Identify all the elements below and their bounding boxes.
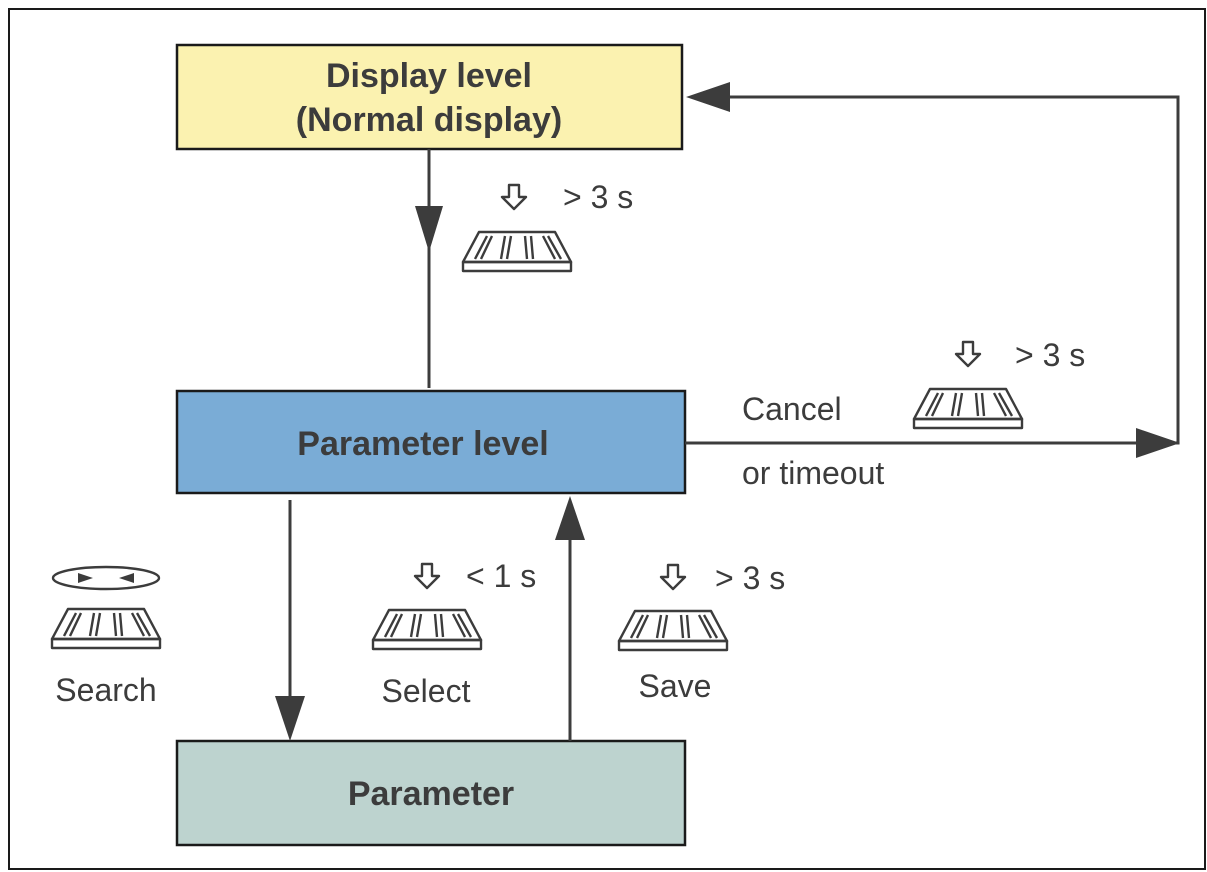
save-label: Save xyxy=(639,668,712,704)
arrow-return-to-display xyxy=(685,82,1180,458)
display-level-title: Display level xyxy=(326,57,532,95)
cancel-label: Cancel xyxy=(742,391,842,427)
rotary-knob-icon xyxy=(371,608,483,651)
rotate-arrows-icon xyxy=(51,565,161,591)
rotary-knob-icon xyxy=(50,607,162,650)
arrow-parameter-level-to-parameter xyxy=(275,500,305,741)
rotary-knob-icon xyxy=(617,609,729,652)
parameter-box: Parameter xyxy=(175,739,687,847)
press-down-arrow-icon xyxy=(413,562,441,590)
rotary-knob-icon xyxy=(912,387,1024,430)
search-label: Search xyxy=(55,672,156,708)
select-duration-label: < 1 s xyxy=(466,558,536,594)
press-down-arrow-icon xyxy=(659,563,687,591)
cancel-duration-label: > 3 s xyxy=(1015,337,1085,373)
parameter-label: Parameter xyxy=(348,775,514,813)
display-level-subtitle: (Normal display) xyxy=(296,101,562,139)
press-down-arrow-icon xyxy=(954,340,982,368)
rotary-knob-icon xyxy=(461,230,573,273)
arrow-parameter-to-parameter-level xyxy=(555,496,585,741)
parameter-level-label: Parameter level xyxy=(297,425,548,463)
press-down-arrow-icon xyxy=(500,183,528,211)
arrow-display-to-parameter-level xyxy=(415,149,443,388)
select-label: Select xyxy=(382,673,471,709)
parameter-level-box: Parameter level xyxy=(175,389,687,495)
save-duration-label: > 3 s xyxy=(715,560,785,596)
enter-duration-label: > 3 s xyxy=(563,179,633,215)
outer-frame xyxy=(8,8,1206,870)
display-level-box: Display level (Normal display) xyxy=(175,43,684,151)
timeout-label: or timeout xyxy=(742,455,884,491)
